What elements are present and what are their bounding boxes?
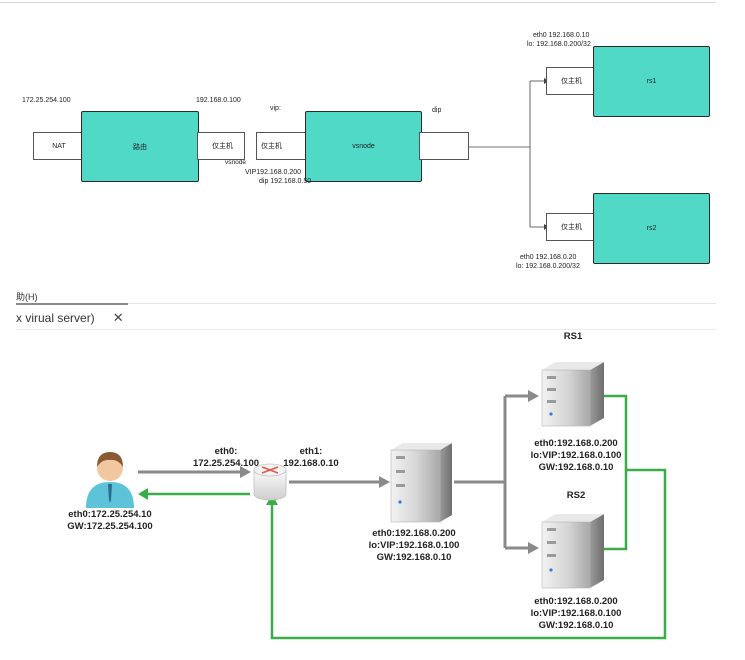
rs1-lo-ip: lo:VIP:192.168.0.100 bbox=[530, 450, 622, 461]
client-eth0: eth0:172.25.254.10 bbox=[68, 509, 152, 520]
router-eth0-title: eth0: bbox=[214, 446, 238, 457]
rs2-label: rs2 bbox=[646, 225, 657, 232]
router-eth0-ip: 172.25.254.100 bbox=[192, 458, 260, 469]
close-icon[interactable]: ✕ bbox=[112, 310, 124, 325]
rs1-node: rs1 bbox=[593, 46, 710, 117]
director-eth0: eth0:192.168.0.200 bbox=[372, 528, 456, 539]
client-ip-label: eth0:172.25.254.10 GW:172.25.254.100 bbox=[52, 509, 168, 533]
router-icon bbox=[253, 463, 287, 501]
router-host-label: 仅主机 bbox=[212, 143, 233, 150]
rs2-server-icon bbox=[541, 514, 604, 589]
router-label: 路由 bbox=[133, 143, 147, 151]
rs2-lo: lo: 192.168.0.200/32 bbox=[516, 263, 580, 270]
tab-title: x virual server) bbox=[16, 311, 95, 325]
rs2-host-label: 仅主机 bbox=[561, 224, 582, 231]
vsnode-vip: VIP192.168.0.200 bbox=[245, 169, 302, 176]
tab-bottom-line bbox=[16, 329, 716, 330]
director-gw: GW:192.168.0.10 bbox=[376, 552, 452, 563]
nat-label: NAT bbox=[52, 142, 66, 150]
router-node: 路由 bbox=[81, 111, 199, 182]
vip-label: vip: bbox=[270, 105, 281, 112]
dip-box bbox=[419, 132, 469, 160]
vsnode-small-label: vsnode bbox=[225, 159, 246, 166]
rs1-gw-ip: GW:192.168.0.10 bbox=[538, 462, 614, 473]
vsnode-node: vsnode bbox=[305, 111, 422, 182]
vsnode-dip: dip 192.168.0.50 bbox=[259, 178, 312, 185]
rs1-server-icon bbox=[541, 362, 604, 427]
rs1-eth0-ip: eth0:192.168.0.200 bbox=[534, 438, 618, 449]
tab-strip-line bbox=[128, 303, 716, 304]
menu-help[interactable]: 助(H) bbox=[16, 292, 38, 302]
rs1-title: RS1 bbox=[563, 331, 583, 342]
rs1-eth0: eth0 192.168.0.10 bbox=[533, 32, 590, 39]
rs2-host-box: 仅主机 bbox=[546, 213, 596, 241]
vsnode-host-label: 仅主机 bbox=[261, 143, 282, 150]
router-right-ip: 192.168.0.100 bbox=[196, 97, 241, 104]
rs1-label: rs1 bbox=[646, 78, 657, 85]
router-left-ip: 172.25.254.100 bbox=[22, 97, 71, 104]
client-gw: GW:172.25.254.100 bbox=[67, 521, 153, 532]
rs2-eth0-ip: eth0:192.168.0.200 bbox=[534, 596, 618, 607]
router-host-box: 仅主机 bbox=[197, 132, 245, 160]
rs1-host-box: 仅主机 bbox=[546, 67, 596, 95]
rs2-title: RS2 bbox=[566, 490, 586, 501]
client-person-icon bbox=[86, 452, 134, 508]
top-divider bbox=[0, 2, 716, 3]
rs2-ip-label: eth0:192.168.0.200 lo:VIP:192.168.0.100 … bbox=[522, 596, 630, 632]
director-ip-label: eth0:192.168.0.200 lo:VIP:192.168.0.100 … bbox=[360, 528, 468, 564]
router-eth1-title: eth1: bbox=[299, 446, 323, 457]
rs2-gw-ip: GW:192.168.0.10 bbox=[538, 620, 614, 631]
rs2-lo-ip: lo:VIP:192.168.0.100 bbox=[530, 608, 622, 619]
dip-label: dip bbox=[432, 107, 442, 114]
rs1-host-label: 仅主机 bbox=[561, 78, 582, 85]
router-eth1-ip: 192.168.0.10 bbox=[283, 458, 339, 469]
vsnode-label: vsnode bbox=[352, 143, 375, 150]
rs2-eth0: eth0 192.168.0.20 bbox=[520, 254, 577, 261]
router-eth1-label: eth1: 192.168.0.10 bbox=[278, 446, 344, 470]
rs1-ip-label: eth0:192.168.0.200 lo:VIP:192.168.0.100 … bbox=[522, 438, 630, 474]
director-lo: lo:VIP:192.168.0.100 bbox=[368, 540, 460, 551]
director-server-icon bbox=[390, 443, 452, 523]
rs2-node: rs2 bbox=[593, 193, 710, 264]
router-eth0-label: eth0: 172.25.254.100 bbox=[188, 446, 264, 470]
rs1-lo: lo: 192.168.0.200/32 bbox=[527, 41, 591, 48]
tab-active[interactable]: x virual server) ✕ bbox=[16, 303, 128, 331]
